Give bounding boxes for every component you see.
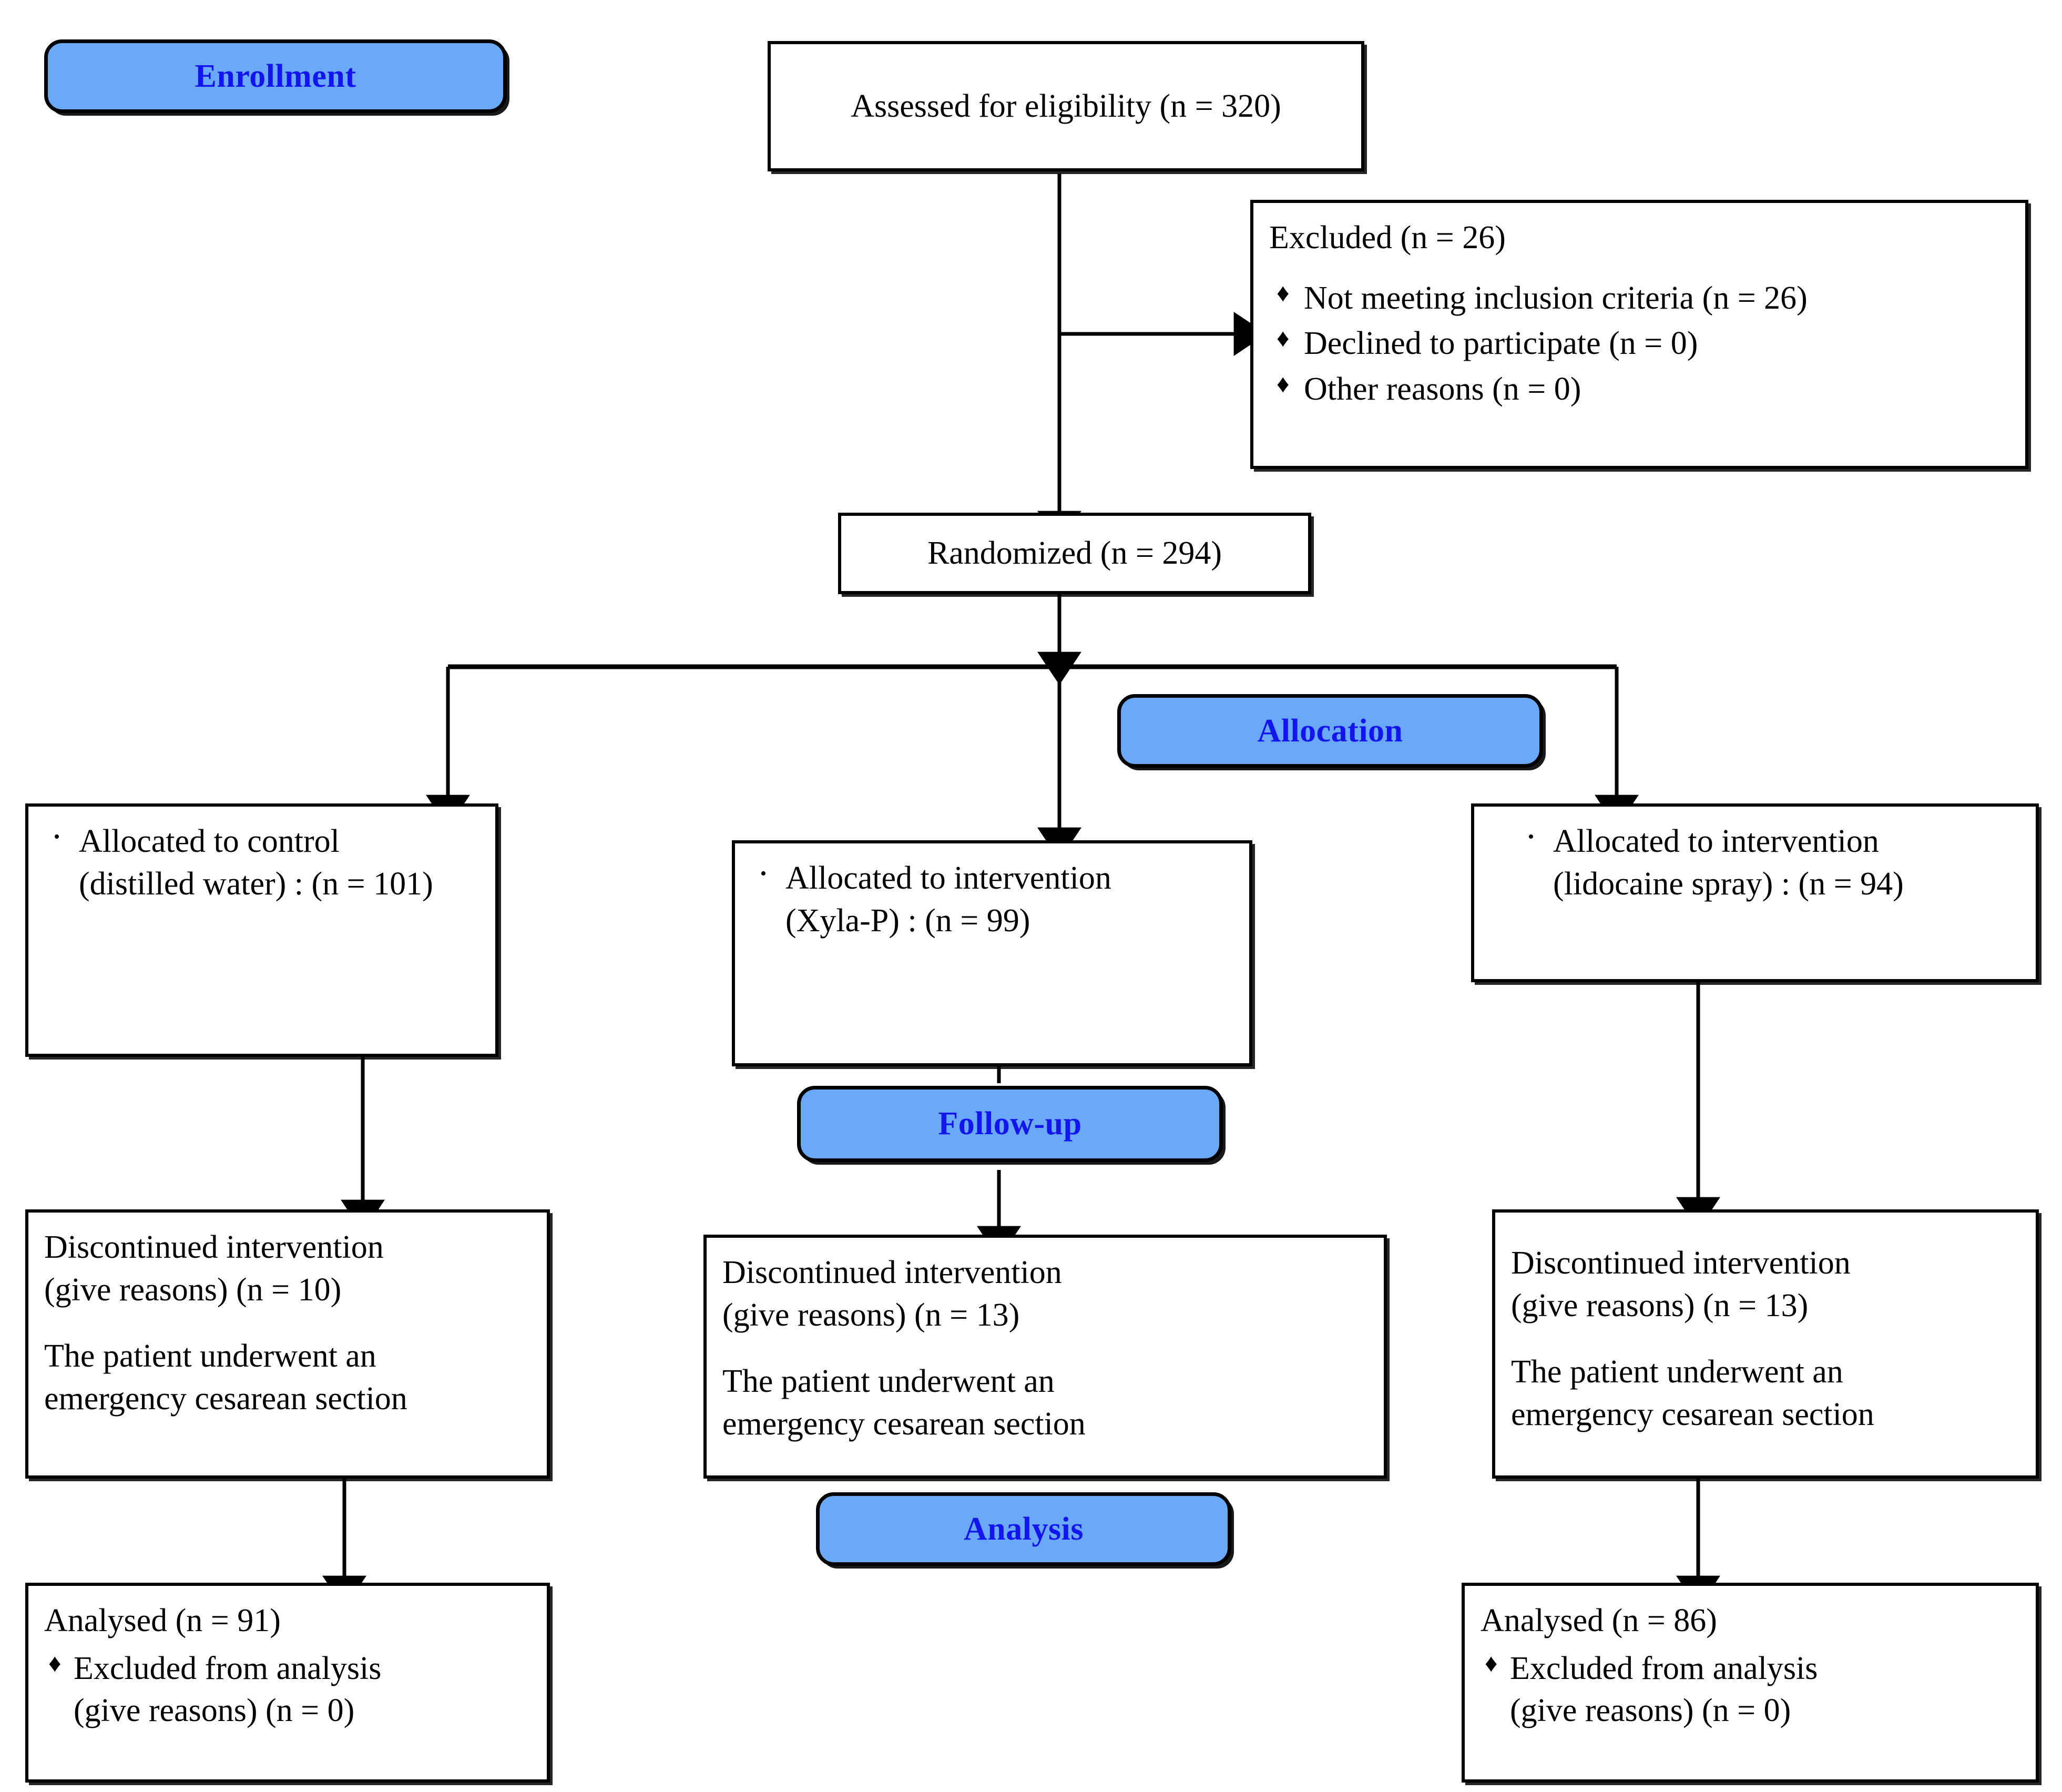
diamond-bullet-icon: ♦ <box>1277 324 1290 353</box>
discontinued-xylap-content: Discontinued intervention (give reasons)… <box>707 1238 1384 1445</box>
analysed-lidocaine-bullet-line1: Excluded from analysis <box>1510 1650 1818 1686</box>
discontinued-control-line2: (give reasons) (n = 10) <box>44 1271 342 1308</box>
box-discontinued-control[interactable]: Discontinued intervention (give reasons)… <box>25 1209 550 1479</box>
discontinued-xylap-line2: (give reasons) (n = 13) <box>722 1297 1020 1333</box>
allocated-xylap-list: • Allocated to intervention (Xyla-P) : (… <box>751 857 1233 942</box>
spacer <box>44 1311 531 1335</box>
stage-badge-allocation[interactable]: Allocation <box>1117 694 1543 768</box>
stage-badge-enrollment[interactable]: Enrollment <box>44 39 507 113</box>
box-allocated-control[interactable]: • Allocated to control (distilled water)… <box>25 803 498 1057</box>
excluded-reason-list: ♦ Not meeting inclusion criteria (n = 26… <box>1269 277 2009 411</box>
excluded-heading: Excluded (n = 26) <box>1269 220 1506 256</box>
allocated-lidocaine-line2: (lidocaine spray) : (n = 94) <box>1553 866 1904 902</box>
stage-label-followup: Follow-up <box>938 1106 1082 1142</box>
analysed-lidocaine-bullet-line2: (give reasons) (n = 0) <box>1510 1693 1791 1729</box>
list-item: ♦ Excluded from analysis (give reasons) … <box>1481 1647 2020 1732</box>
analysed-lidocaine-heading: Analysed (n = 86) <box>1481 1603 1717 1638</box>
box-allocated-lidocaine[interactable]: • Allocated to intervention (lidocaine s… <box>1471 803 2039 982</box>
discontinued-lidocaine-line1: Discontinued intervention <box>1511 1245 1851 1281</box>
discontinued-xylap-line3: The patient underwent an <box>722 1363 1055 1400</box>
discontinued-xylap-line1: Discontinued intervention <box>722 1255 1062 1290</box>
excluded-content: Excluded (n = 26) ♦ Not meeting inclusio… <box>1253 203 2025 410</box>
stage-label-enrollment: Enrollment <box>195 58 356 94</box>
box-discontinued-lidocaine[interactable]: Discontinued intervention (give reasons)… <box>1492 1209 2039 1479</box>
list-item: ♦ Declined to participate (n = 0) <box>1269 322 2009 365</box>
analysed-control-list: ♦ Excluded from analysis (give reasons) … <box>44 1647 531 1732</box>
analysed-control-bullet-line2: (give reasons) (n = 0) <box>74 1693 355 1729</box>
diamond-bullet-icon: ♦ <box>1485 1649 1498 1677</box>
excluded-reason-text: Other reasons (n = 0) <box>1304 371 1581 407</box>
box-analysed-lidocaine[interactable]: Analysed (n = 86) ♦ Excluded from analys… <box>1462 1583 2039 1783</box>
analysed-lidocaine-list: ♦ Excluded from analysis (give reasons) … <box>1481 1647 2020 1732</box>
diamond-bullet-icon: ♦ <box>1277 279 1290 307</box>
box-excluded[interactable]: Excluded (n = 26) ♦ Not meeting inclusio… <box>1250 200 2028 469</box>
allocated-xylap-line2: (Xyla-P) : (n = 99) <box>785 902 1030 939</box>
round-bullet-icon: • <box>1528 827 1534 847</box>
allocated-lidocaine-list: • Allocated to intervention (lidocaine s… <box>1490 820 2020 905</box>
box-assessed-for-eligibility[interactable]: Assessed for eligibility (n = 320) <box>768 41 1364 171</box>
diamond-bullet-icon: ♦ <box>48 1649 62 1677</box>
discontinued-xylap-line4: emergency cesarean section <box>722 1406 1086 1442</box>
list-item: ♦ Other reasons (n = 0) <box>1269 368 2009 411</box>
discontinued-lidocaine-content: Discontinued intervention (give reasons)… <box>1495 1213 2036 1435</box>
list-item: • Allocated to control (distilled water)… <box>44 820 479 905</box>
round-bullet-icon: • <box>54 827 60 847</box>
box-discontinued-xylap[interactable]: Discontinued intervention (give reasons)… <box>703 1235 1387 1479</box>
allocated-control-line1: Allocated to control <box>79 823 340 859</box>
box-analysed-control[interactable]: Analysed (n = 91) ♦ Excluded from analys… <box>25 1583 550 1783</box>
box-allocated-xylap[interactable]: • Allocated to intervention (Xyla-P) : (… <box>732 840 1252 1066</box>
allocated-lidocaine-content: • Allocated to intervention (lidocaine s… <box>1474 807 2036 905</box>
allocated-lidocaine-line1: Allocated to intervention <box>1553 823 1879 859</box>
list-item: ♦ Excluded from analysis (give reasons) … <box>44 1647 531 1732</box>
discontinued-control-line3: The patient underwent an <box>44 1338 376 1374</box>
assessed-text: Assessed for eligibility (n = 320) <box>851 88 1281 124</box>
list-item: • Allocated to intervention (lidocaine s… <box>1490 820 2020 905</box>
stage-label-analysis: Analysis <box>964 1511 1084 1547</box>
allocated-control-line2: (distilled water) : (n = 101) <box>79 866 433 902</box>
spacer <box>722 1336 1368 1360</box>
stage-label-allocation: Allocation <box>1257 712 1403 749</box>
excluded-reason-text: Not meeting inclusion criteria (n = 26) <box>1304 280 1808 316</box>
allocated-control-content: • Allocated to control (distilled water)… <box>28 807 495 905</box>
stage-badge-analysis[interactable]: Analysis <box>816 1492 1231 1566</box>
analysed-control-content: Analysed (n = 91) ♦ Excluded from analys… <box>28 1586 547 1732</box>
analysed-control-bullet-line1: Excluded from analysis <box>74 1650 382 1686</box>
diamond-bullet-icon: ♦ <box>1277 370 1290 398</box>
excluded-reason-text: Declined to participate (n = 0) <box>1304 325 1698 362</box>
allocated-xylap-line1: Allocated to intervention <box>785 860 1111 896</box>
discontinued-control-line1: Discontinued intervention <box>44 1229 384 1265</box>
analysed-lidocaine-content: Analysed (n = 86) ♦ Excluded from analys… <box>1465 1586 2036 1732</box>
spacer <box>1511 1327 2020 1351</box>
discontinued-lidocaine-line2: (give reasons) (n = 13) <box>1511 1287 1809 1323</box>
stage-badge-followup[interactable]: Follow-up <box>797 1086 1223 1162</box>
discontinued-control-content: Discontinued intervention (give reasons)… <box>28 1213 547 1420</box>
list-item: ♦ Not meeting inclusion criteria (n = 26… <box>1269 277 2009 320</box>
allocated-control-list: • Allocated to control (distilled water)… <box>44 820 479 905</box>
discontinued-control-line4: emergency cesarean section <box>44 1380 407 1417</box>
discontinued-lidocaine-line3: The patient underwent an <box>1511 1354 1843 1390</box>
round-bullet-icon: • <box>760 864 767 883</box>
allocated-xylap-content: • Allocated to intervention (Xyla-P) : (… <box>735 843 1249 942</box>
discontinued-lidocaine-line4: emergency cesarean section <box>1511 1396 1874 1432</box>
randomized-text: Randomized (n = 294) <box>927 535 1222 572</box>
box-randomized[interactable]: Randomized (n = 294) <box>838 513 1311 594</box>
list-item: • Allocated to intervention (Xyla-P) : (… <box>751 857 1233 942</box>
analysed-control-heading: Analysed (n = 91) <box>44 1603 281 1638</box>
